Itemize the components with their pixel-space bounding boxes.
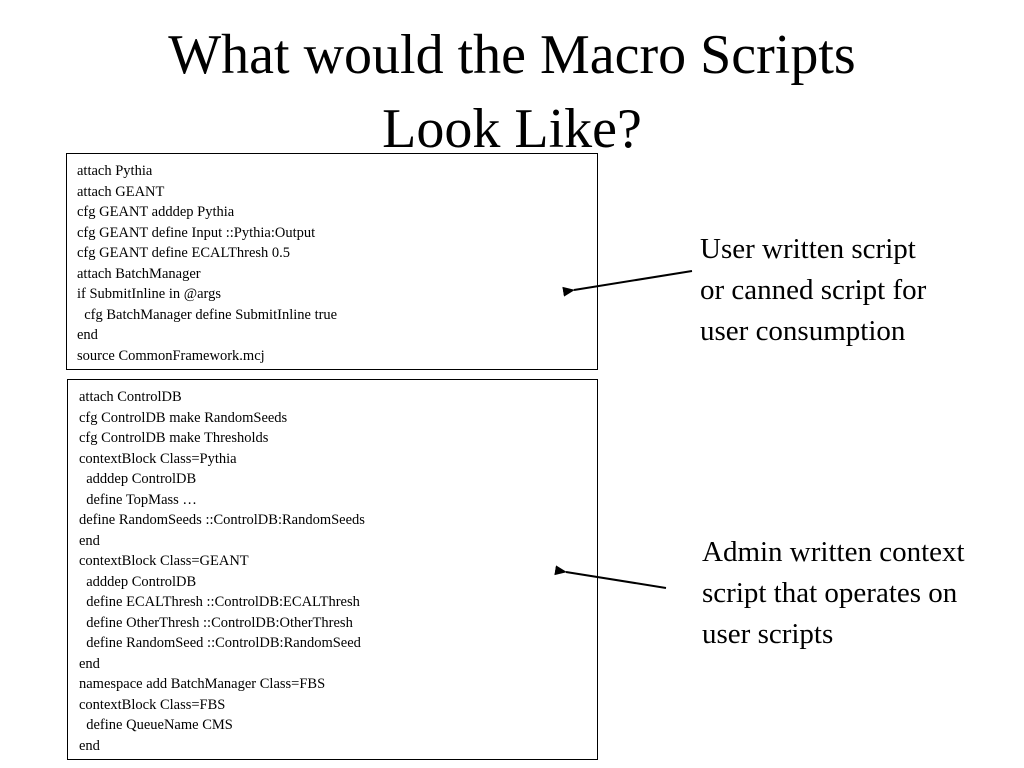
script-line: contextBlock Class=GEANT [79,553,249,569]
user-script-annotation: User written script or canned script for… [700,229,926,352]
script-line: end [79,737,100,754]
script-line: attach Pythia [77,163,153,179]
user-script-arrow [562,270,693,297]
admin-script-arrow [554,565,667,589]
script-line: cfg BatchManager define SubmitInline tru… [77,306,338,323]
script-line: cfg GEANT define Input ::Pythia:Output [77,224,316,241]
script-line: end [79,532,100,549]
script-line: define RandomSeed ::ControlDB:RandomSeed [79,635,361,651]
script-line: define ECALThresh ::ControlDB:ECALThresh [79,594,360,610]
script-line: source CommonFramework.mcj [77,347,265,364]
script-line: cfg GEANT adddep Pythia [77,204,235,220]
script-line: cfg ControlDB make RandomSeeds [79,409,288,426]
annotation-line: user consumption [700,315,906,347]
script-line: namespace add BatchManager Class=FBS [79,676,326,692]
annotation-line: User written script [700,233,916,265]
script-line: if SubmitInline in @args [77,286,221,302]
script-line: define RandomSeeds ::ControlDB:RandomSee… [79,512,365,528]
annotation-line: script that operates on [702,577,958,609]
script-line: cfg ControlDB make Thresholds [79,430,269,446]
script-line: contextBlock Class=Pythia [79,450,237,467]
slide-title: What would the Macro Scripts Look Like? [0,18,1024,166]
title-line-1: What would the Macro Scripts [168,24,856,86]
script-line: attach ControlDB [79,389,182,405]
annotation-line: Admin written context [702,536,965,568]
script-line: end [79,655,100,672]
script-line: contextBlock Class=FBS [79,696,226,713]
script-line: define TopMass … [79,491,197,508]
script-line: cfg GEANT define ECALThresh 0.5 [77,245,291,261]
script-line: attach BatchManager [77,265,201,282]
annotation-line: user scripts [702,618,834,650]
script-line: adddep ControlDB [79,573,197,590]
title-line-2: Look Like? [382,98,642,160]
script-line: define OtherThresh ::ControlDB:OtherThre… [79,614,353,631]
script-line: adddep ControlDB [79,471,197,487]
admin-script-annotation: Admin written context script that operat… [702,532,965,655]
script-line: attach GEANT [77,183,165,200]
script-line: end [77,327,98,343]
annotation-line: or canned script for [700,274,927,306]
script-line: define QueueName CMS [79,717,233,733]
user-script-box: attach Pythia attach GEANT cfg GEANT add… [66,153,598,370]
admin-script-box: attach ControlDB cfg ControlDB make Rand… [67,379,598,760]
